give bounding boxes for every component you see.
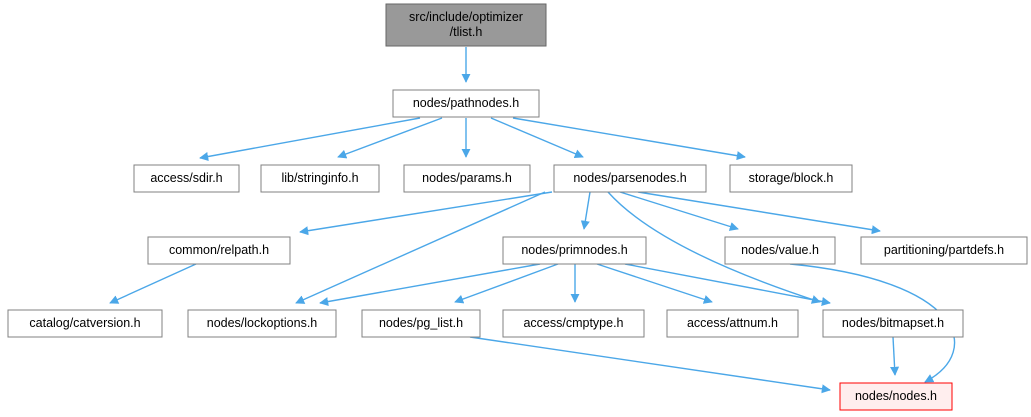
edge-primnodes-to-attnum: [596, 263, 713, 304]
node-partdefs[interactable]: partitioning/partdefs.h: [860, 236, 1028, 265]
node-nodes[interactable]: nodes/nodes.h: [839, 382, 953, 411]
edge-primnodes-to-pg_list: [454, 263, 559, 304]
node-box-cmptype[interactable]: [502, 309, 645, 338]
node-box-block[interactable]: [729, 164, 853, 193]
edge-pathnodes-to-parsenodes: [490, 117, 584, 158]
node-value[interactable]: nodes/value.h: [724, 236, 836, 265]
edge-parsenodes-to-bitmapset: [607, 191, 821, 304]
edge-primnodes-to-bitmapset: [624, 263, 831, 306]
node-box-lockoptions[interactable]: [187, 309, 337, 338]
node-box-pathnodes[interactable]: [392, 89, 540, 118]
node-sdir[interactable]: access/sdir.h: [133, 164, 240, 193]
node-lockoptions[interactable]: nodes/lockoptions.h: [187, 309, 337, 338]
node-box-pg_list[interactable]: [361, 309, 481, 338]
node-box-stringinfo[interactable]: [260, 164, 380, 193]
node-params[interactable]: nodes/params.h: [403, 164, 531, 193]
node-box-nodes[interactable]: [839, 382, 953, 411]
node-box-relpath[interactable]: [147, 236, 291, 265]
edge-parsenodes-to-relpath: [299, 191, 553, 236]
edge-relpath-to-catversion: [109, 263, 197, 304]
edge-pg_list-to-nodes: [469, 336, 831, 394]
edge-parsenodes-to-lockoptions: [295, 191, 546, 304]
node-bitmapset[interactable]: nodes/bitmapset.h: [822, 309, 964, 338]
node-box-parsenodes[interactable]: [553, 164, 707, 193]
node-parsenodes[interactable]: nodes/parsenodes.h: [553, 164, 707, 193]
edge-bitmapset-to-nodes: [890, 336, 900, 376]
node-pg_list[interactable]: nodes/pg_list.h: [361, 309, 481, 338]
edges-layer: [109, 47, 956, 394]
edge-pathnodes-to-block: [512, 117, 746, 161]
node-box-partdefs[interactable]: [860, 236, 1028, 265]
edge-parsenodes-to-primnodes: [580, 191, 591, 230]
node-tlist[interactable]: src/include/optimizer/tlist.h: [385, 3, 547, 47]
edge-parsenodes-to-value: [619, 191, 739, 231]
node-box-primnodes[interactable]: [502, 236, 647, 265]
edge-parsenodes-to-partdefs: [637, 191, 881, 235]
node-primnodes[interactable]: nodes/primnodes.h: [502, 236, 647, 265]
node-catversion[interactable]: catalog/catversion.h: [7, 309, 163, 338]
node-box-params[interactable]: [403, 164, 531, 193]
node-box-sdir[interactable]: [133, 164, 240, 193]
node-box-attnum[interactable]: [666, 309, 799, 338]
edge-pathnodes-to-sdir: [199, 117, 421, 162]
node-box-value[interactable]: [724, 236, 836, 265]
node-box-catversion[interactable]: [7, 309, 163, 338]
edge-pathnodes-to-stringinfo: [337, 117, 443, 159]
node-box-bitmapset[interactable]: [822, 309, 964, 338]
node-stringinfo[interactable]: lib/stringinfo.h: [260, 164, 380, 193]
nodes-layer: src/include/optimizer/tlist.h nodes/pathn…: [7, 3, 1028, 411]
node-block[interactable]: storage/block.h: [729, 164, 853, 193]
node-relpath[interactable]: common/relpath.h: [147, 236, 291, 265]
node-pathnodes[interactable]: nodes/pathnodes.h: [392, 89, 540, 118]
node-cmptype[interactable]: access/cmptype.h: [502, 309, 645, 338]
node-box-tlist[interactable]: [385, 3, 547, 47]
edge-primnodes-to-lockoptions: [319, 263, 541, 307]
node-attnum[interactable]: access/attnum.h: [666, 309, 799, 338]
